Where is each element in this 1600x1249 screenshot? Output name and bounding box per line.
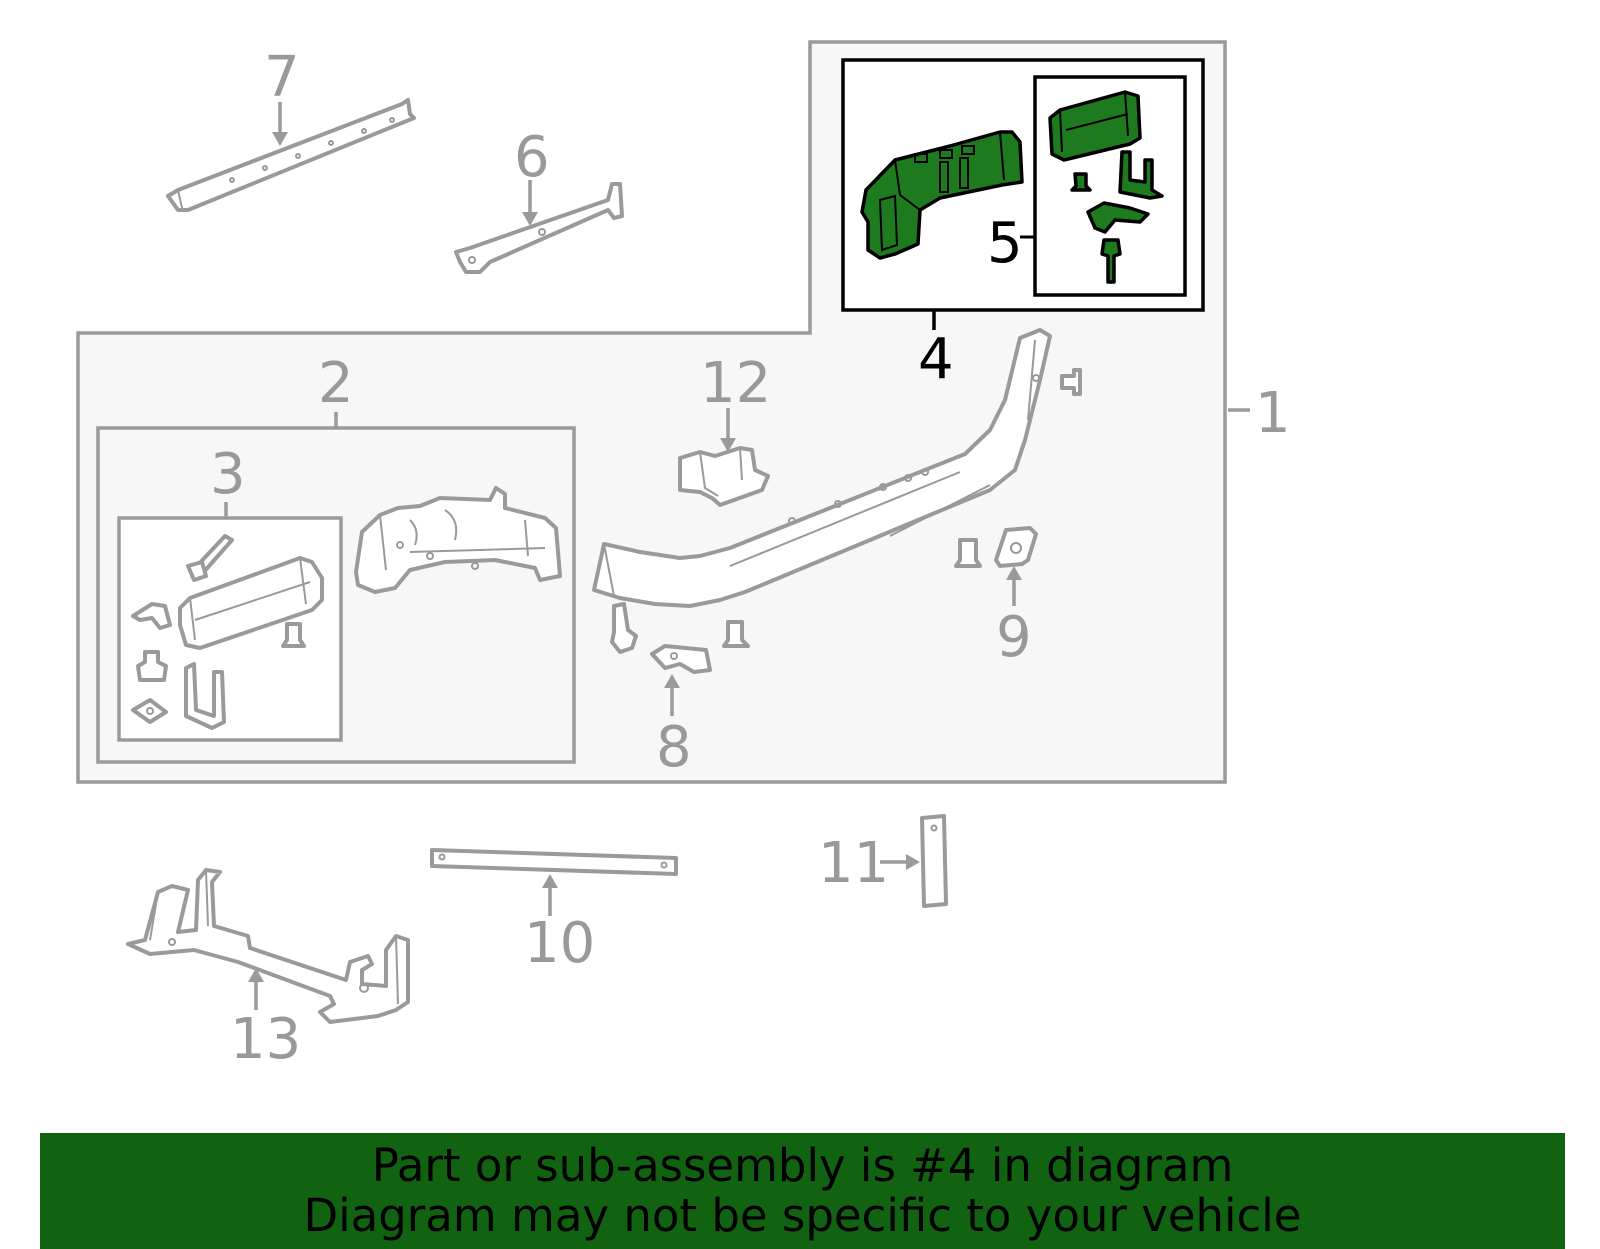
rail-rivet[interactable] <box>1060 368 1082 396</box>
part-10-strip[interactable] <box>430 848 678 876</box>
notice-line-1: Part or sub-assembly is #4 in diagram <box>371 1139 1234 1192</box>
notice-banner: Part or sub-assembly is #4 in diagram Di… <box>40 1133 1565 1249</box>
callout-11-arrowhead <box>906 854 920 870</box>
callout-8-arrowhead <box>664 674 680 688</box>
callout-13-arrowhead <box>248 968 264 982</box>
part-6-brace[interactable] <box>454 182 624 274</box>
part-9-nut-plate[interactable] <box>994 526 1038 568</box>
part-8-bracket[interactable] <box>650 644 712 674</box>
callout-6-arrowhead <box>522 212 538 226</box>
callout-6[interactable]: 6 <box>514 125 550 190</box>
callout-9[interactable]: 9 <box>996 605 1032 670</box>
callout-4[interactable]: 4 <box>918 327 954 392</box>
callout-5[interactable]: 5 <box>987 211 1023 276</box>
callout-9-arrowhead <box>1006 566 1022 580</box>
callout-7-arrowhead <box>272 132 288 146</box>
notice-line-2: Diagram may not be specific to your vehi… <box>303 1189 1302 1242</box>
callout-11[interactable]: 11 <box>818 831 889 896</box>
callout-8[interactable]: 8 <box>656 715 692 780</box>
callout-7[interactable]: 7 <box>264 45 300 110</box>
rail-pin-9-area[interactable] <box>954 538 982 568</box>
part-2-bracket[interactable] <box>354 486 562 594</box>
bolt-near-8[interactable] <box>610 602 638 654</box>
part-13-crossmember[interactable] <box>126 868 410 1024</box>
part-11-plate[interactable] <box>920 814 948 908</box>
part-1-frame-rail[interactable] <box>592 328 1052 608</box>
pin-near-8[interactable] <box>722 620 750 648</box>
part-5-components[interactable] <box>1048 90 1164 284</box>
callout-1[interactable]: 1 <box>1255 381 1291 446</box>
callout-2[interactable]: 2 <box>318 351 354 416</box>
part-4-bracket[interactable] <box>860 130 1024 260</box>
callout-12-arrowhead <box>720 438 736 452</box>
callout-10-arrowhead <box>542 874 558 888</box>
callout-3[interactable]: 3 <box>210 442 246 507</box>
part-3-components[interactable] <box>131 534 324 730</box>
callout-12[interactable]: 12 <box>700 351 771 416</box>
callout-10[interactable]: 10 <box>524 911 595 976</box>
callout-13[interactable]: 13 <box>230 1007 301 1072</box>
part-7-rail[interactable] <box>166 98 416 212</box>
part-12-bracket[interactable] <box>678 446 770 507</box>
